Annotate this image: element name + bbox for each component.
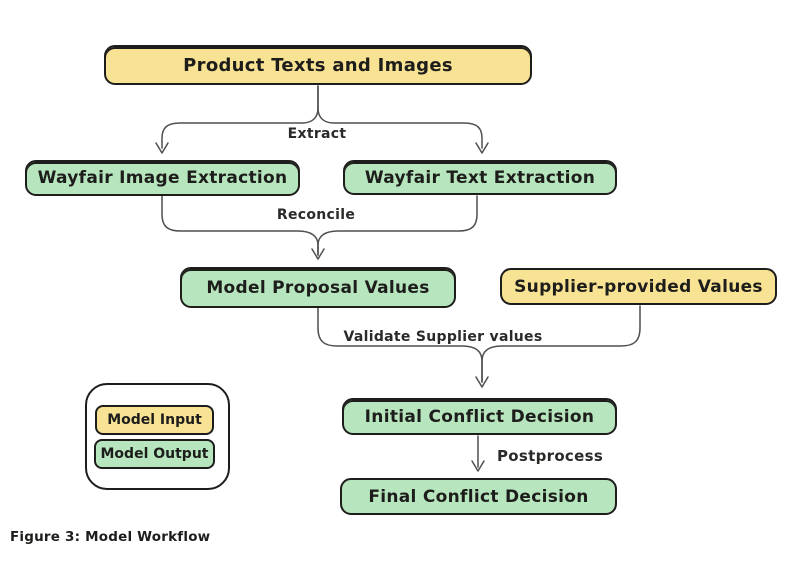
node-final-conflict-decision: Final Conflict Decision — [340, 478, 617, 515]
node-model-proposal-values: Model Proposal Values — [180, 267, 456, 308]
arrowhead-extract-left — [155, 142, 169, 154]
edge-extract-right — [317, 85, 483, 149]
edge-label-validate-supplier-values: Validate Supplier values — [339, 329, 547, 345]
edge-label-extract: Extract — [283, 126, 351, 142]
node-wayfair-text-extraction: Wayfair Text Extraction — [343, 160, 617, 195]
edge-validate-left — [317, 307, 483, 383]
edge-validate-right — [481, 305, 641, 383]
legend: Model Input Model Output — [85, 383, 230, 490]
edge-label-reconcile: Reconcile — [272, 207, 360, 223]
edge-label-postprocess: Postprocess — [493, 447, 608, 465]
legend-item-model-input: Model Input — [95, 405, 214, 435]
node-initial-conflict-decision: Initial Conflict Decision — [342, 398, 617, 435]
arrowhead-reconcile — [311, 248, 325, 260]
arrowhead-validate — [475, 376, 489, 388]
legend-item-model-output: Model Output — [94, 439, 215, 469]
arrowhead-extract-right — [475, 142, 489, 154]
arrowhead-postprocess — [471, 460, 485, 472]
node-supplier-provided-values: Supplier-provided Values — [500, 268, 777, 305]
edge-reconcile-left — [161, 195, 319, 256]
node-product-texts-and-images: Product Texts and Images — [104, 45, 532, 85]
node-wayfair-image-extraction: Wayfair Image Extraction — [25, 160, 300, 196]
figure-caption: Figure 3: Model Workflow — [10, 529, 211, 545]
edge-extract-left — [161, 85, 319, 149]
edge-reconcile-right — [317, 195, 478, 256]
